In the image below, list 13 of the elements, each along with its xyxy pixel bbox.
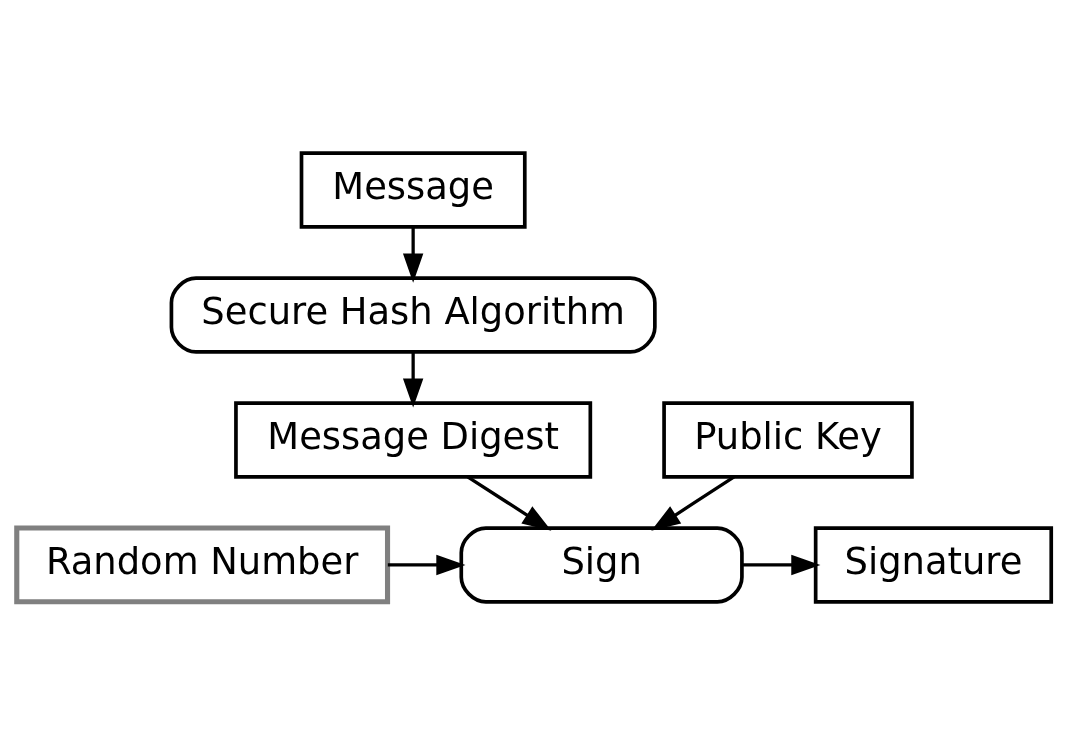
node-box: Secure Hash Algorithm: [169, 276, 657, 354]
node-box: Public Key: [662, 401, 914, 479]
arrow: [651, 475, 735, 531]
arrow: [387, 554, 466, 576]
node-box: Message: [299, 151, 527, 229]
arrow: [742, 554, 821, 576]
arrow: [466, 475, 552, 531]
arrow: [402, 227, 424, 283]
node-box: Message Digest: [234, 401, 593, 479]
arrow: [402, 352, 424, 408]
node-box: Random Number: [14, 525, 391, 605]
node-box: Sign: [459, 526, 744, 604]
node-box: Signature: [813, 526, 1054, 604]
